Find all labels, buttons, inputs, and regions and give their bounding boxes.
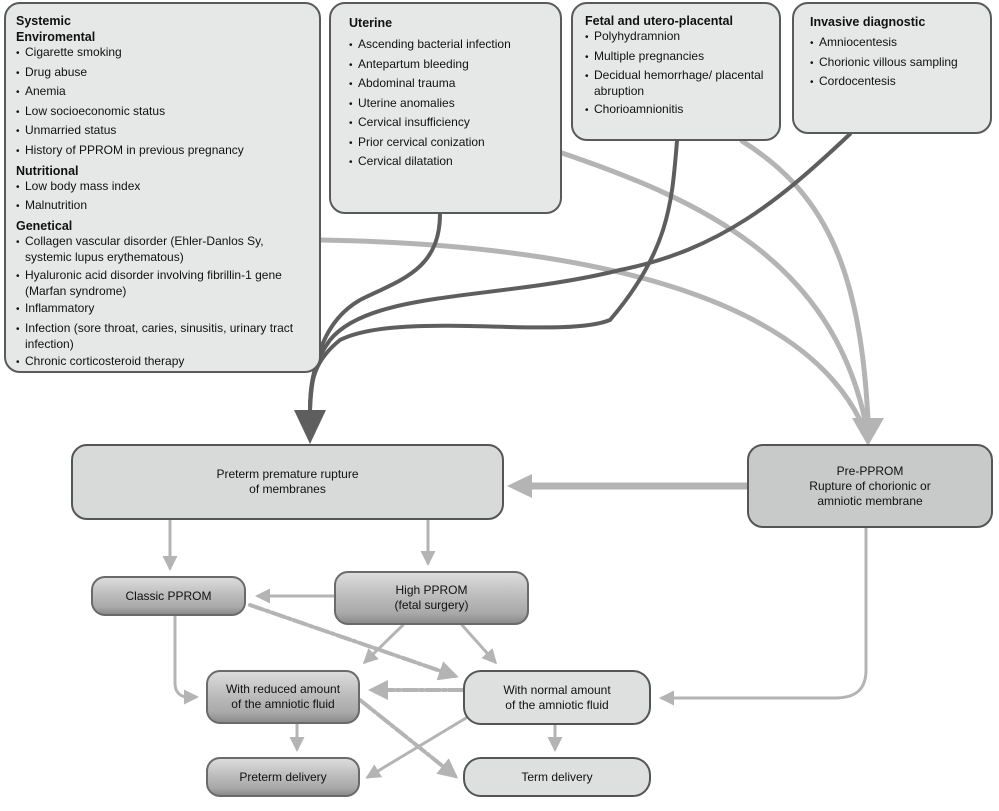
list-item: Cordocentesis — [810, 74, 974, 90]
reduced-fluid-label-line1: With reduced amount — [225, 682, 341, 696]
fetal-risk-box: Fetal and utero-placental Polyhydramnion… — [571, 2, 781, 141]
edge-pre-pprom-to-normal — [659, 526, 868, 706]
pre-pprom-label-line2: Rupture of chorionic or — [809, 478, 931, 493]
genetical-heading: Genetical — [16, 219, 73, 233]
genetical-list: Collagen vascular disorder (Ehler-Danlos… — [16, 234, 309, 370]
list-item: Chronic corticosteroid therapy — [16, 354, 309, 370]
list-item: Anemia — [16, 84, 309, 100]
high-pprom-node: High PPROM (fetal surgery) — [334, 571, 529, 625]
edge-high-to-normal — [460, 623, 497, 665]
edge-fetal-to-pre-pprom — [739, 138, 871, 423]
list-item: Chorioamnionitis — [585, 102, 767, 118]
uterine-risk-box: Uterine Ascending bacterial infection An… — [329, 2, 562, 214]
list-item: Cervical dilatation — [349, 154, 542, 170]
edge-classic-to-normal — [248, 603, 459, 681]
pre-pprom-label-line3: amniotic membrane — [817, 493, 923, 508]
list-item: Polyhydramnion — [585, 29, 767, 45]
list-item: Abdominal trauma — [349, 76, 542, 92]
systemic-risk-box: Systemic Enviromental Cigarette smoking … — [4, 2, 321, 373]
preterm-delivery-node: Preterm delivery — [206, 757, 360, 797]
list-item: History of PPROM in previous pregnancy — [16, 143, 309, 159]
edge-reduced-to-term — [358, 698, 459, 779]
reduced-fluid-node: With reduced amount of the amniotic flui… — [206, 670, 360, 724]
pprom-label-line2: of membranes — [249, 482, 326, 496]
preterm-delivery-label: Preterm delivery — [239, 769, 327, 784]
fetal-title: Fetal and utero-placental — [585, 14, 733, 28]
fetal-list: Polyhydramnion Multiple pregnancies Deci… — [585, 29, 767, 118]
edge-fetal-to-pprom — [308, 139, 679, 412]
list-item: Collagen vascular disorder (Ehler-Danlos… — [16, 234, 309, 264]
classic-pprom-label: Classic PPROM — [125, 588, 212, 603]
high-pprom-label-line1: High PPROM — [395, 583, 468, 597]
environmental-heading: Enviromental — [16, 30, 96, 44]
list-item: Cigarette smoking — [16, 45, 309, 61]
reduced-fluid-label-line2: of the amniotic fluid — [231, 697, 335, 711]
edge-classic-to-reduced — [173, 614, 199, 705]
environmental-list: Cigarette smoking Drug abuse Anemia Low … — [16, 45, 309, 159]
list-item: Amniocentesis — [810, 35, 974, 51]
nutritional-heading: Nutritional — [16, 163, 79, 178]
normal-fluid-label-line2: of the amniotic fluid — [505, 697, 609, 712]
list-item: Uterine anomalies — [349, 96, 542, 112]
classic-pprom-node: Classic PPROM — [91, 576, 246, 616]
edge-invasive-to-pprom — [308, 132, 852, 412]
list-item: Antepartum bleeding — [349, 57, 542, 73]
list-item: Multiple pregnancies — [585, 49, 767, 65]
term-delivery-label: Term delivery — [521, 769, 593, 784]
list-item: Ascending bacterial infection — [349, 37, 542, 53]
invasive-risk-box: Invasive diagnostic Amniocentesis Chorio… — [792, 2, 992, 134]
list-item: Hyaluronic acid disorder involving fibri… — [16, 268, 309, 298]
nutritional-list: Low body mass index Malnutrition — [16, 179, 309, 215]
invasive-title: Invasive diagnostic — [810, 15, 926, 29]
invasive-list: Amniocentesis Chorionic villous sampling… — [810, 35, 974, 90]
pprom-label-line1: Preterm premature rupture — [216, 467, 359, 481]
list-item: Malnutrition — [16, 198, 309, 214]
arrowhead-pprom — [294, 410, 326, 444]
pprom-node: Preterm premature rupture of membranes — [71, 444, 504, 520]
pre-pprom-label-line1: Pre-PPROM — [836, 463, 904, 478]
high-pprom-label-line2: (fetal surgery) — [394, 598, 469, 612]
list-item: Inflammatory — [16, 301, 309, 317]
term-delivery-node: Term delivery — [463, 757, 651, 797]
arrowhead-pre-pprom — [852, 418, 884, 446]
list-item: Low socioeconomic status — [16, 104, 309, 120]
systemic-title: Systemic — [16, 14, 71, 28]
uterine-title: Uterine — [349, 16, 393, 30]
normal-fluid-node: With normal amount of the amniotic fluid — [463, 670, 651, 725]
edge-high-to-reduced — [362, 623, 405, 665]
edge-uterine-to-pre-pprom — [559, 150, 868, 423]
list-item: Infection (sore throat, caries, sinusiti… — [16, 321, 309, 351]
list-item: Low body mass index — [16, 179, 309, 195]
edge-normal-to-preterm — [365, 716, 468, 779]
pre-pprom-node: Pre-PPROM Rupture of chorionic or amniot… — [747, 444, 993, 528]
list-item: Drug abuse — [16, 65, 309, 81]
list-item: Unmarried status — [16, 123, 309, 139]
list-item: Prior cervical conization — [349, 135, 542, 151]
arrowhead-pre-pprom-to-pprom — [507, 474, 532, 498]
uterine-list: Ascending bacterial infection Antepartum… — [349, 37, 542, 170]
normal-fluid-label-line1: With normal amount — [503, 682, 611, 697]
list-item: Cervical insufficiency — [349, 115, 542, 131]
list-item: Decidual hemorrhage/ placental abruption — [585, 68, 767, 98]
list-item: Chorionic villous sampling — [810, 55, 974, 71]
